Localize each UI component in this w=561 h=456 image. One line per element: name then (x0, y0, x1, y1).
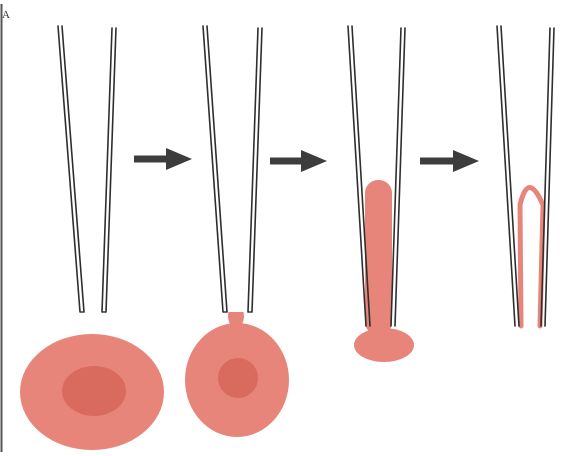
micropipette (203, 26, 262, 312)
micropipette (58, 26, 116, 312)
step-1-cell-approached (20, 26, 164, 450)
right-arrow-icon (420, 150, 479, 172)
step-3-cell-aspirated (348, 26, 414, 362)
cell-nucleus (62, 366, 126, 416)
right-arrow-icon (134, 148, 192, 170)
cell-bulb-outside (354, 328, 414, 362)
cell-nucleus (218, 358, 258, 398)
step-2-membrane-drawn-in (185, 26, 289, 437)
right-arrow-icon (270, 150, 327, 172)
step-4-membrane-loop (497, 26, 554, 326)
